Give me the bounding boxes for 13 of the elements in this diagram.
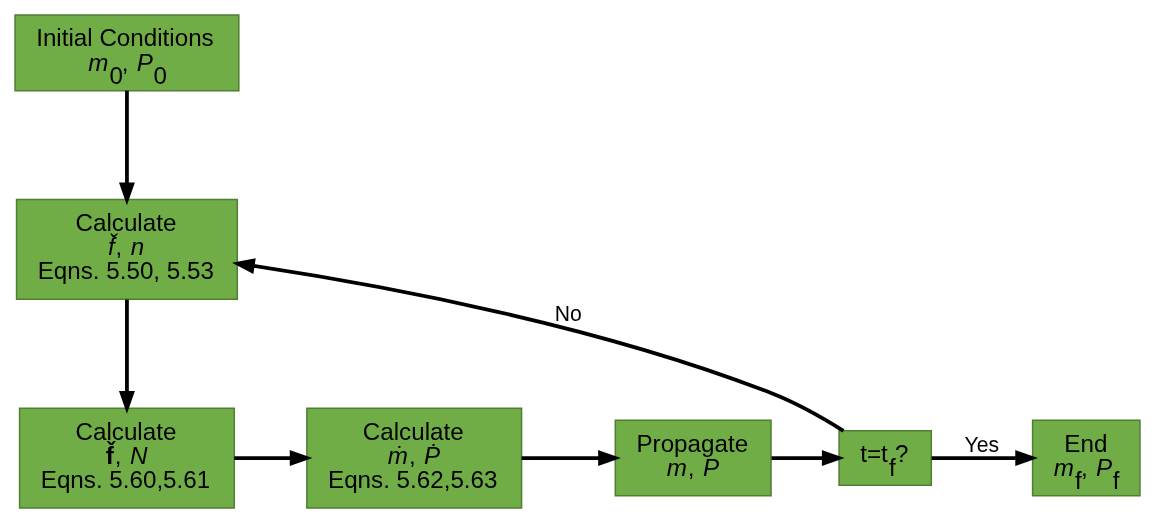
edge-label: No [554, 301, 582, 325]
node-box: Calculate f̌, N Eqns. 5.60,5.61 [18, 407, 236, 509]
arrow [771, 450, 845, 466]
arrow [521, 450, 621, 466]
arrow [931, 450, 1038, 466]
arrow [118, 299, 135, 414]
node-box: Calculate f̌, n Eqns. 5.50, 5.53 [15, 198, 239, 301]
edge-label: Yes [964, 433, 1000, 457]
arrow [118, 90, 135, 206]
node-box: Calculate ṁ, Ṗ Eqns. 5.62,5.63 [306, 407, 523, 509]
arrow [234, 450, 313, 466]
node-box: Propagate m, P [614, 419, 772, 497]
arrow [232, 258, 845, 433]
